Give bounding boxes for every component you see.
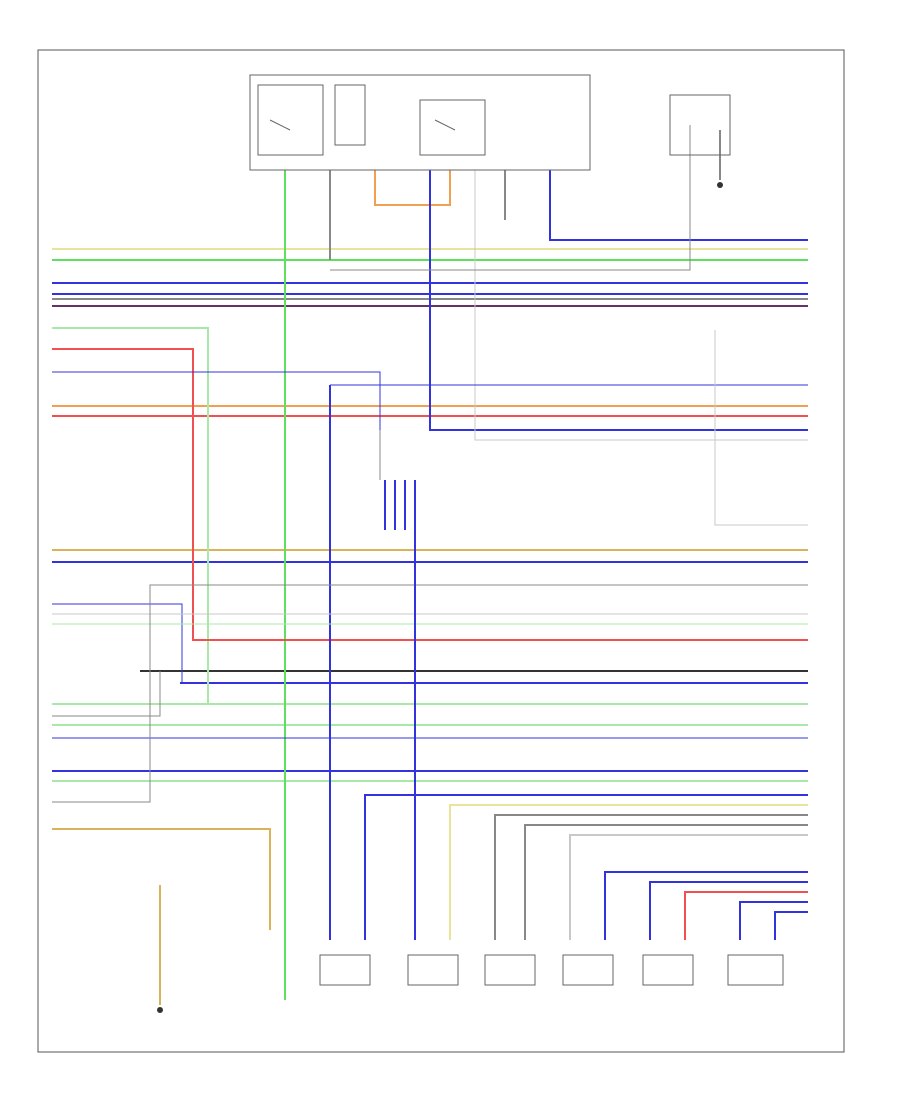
connector-3 xyxy=(484,954,536,986)
splice-block xyxy=(379,430,416,530)
fuse-box xyxy=(249,74,591,171)
switch-symbols xyxy=(257,84,486,156)
ground-icon xyxy=(157,182,723,1013)
connector-1 xyxy=(319,954,371,986)
bus-wires xyxy=(52,248,808,782)
connector-6 xyxy=(727,954,784,986)
routing-wires xyxy=(52,125,808,1005)
diagram-frame xyxy=(37,49,845,1053)
components xyxy=(249,74,784,986)
connector-4 xyxy=(562,954,614,986)
relay-right xyxy=(669,94,731,156)
connector-2 xyxy=(407,954,459,986)
connector-5 xyxy=(642,954,694,986)
